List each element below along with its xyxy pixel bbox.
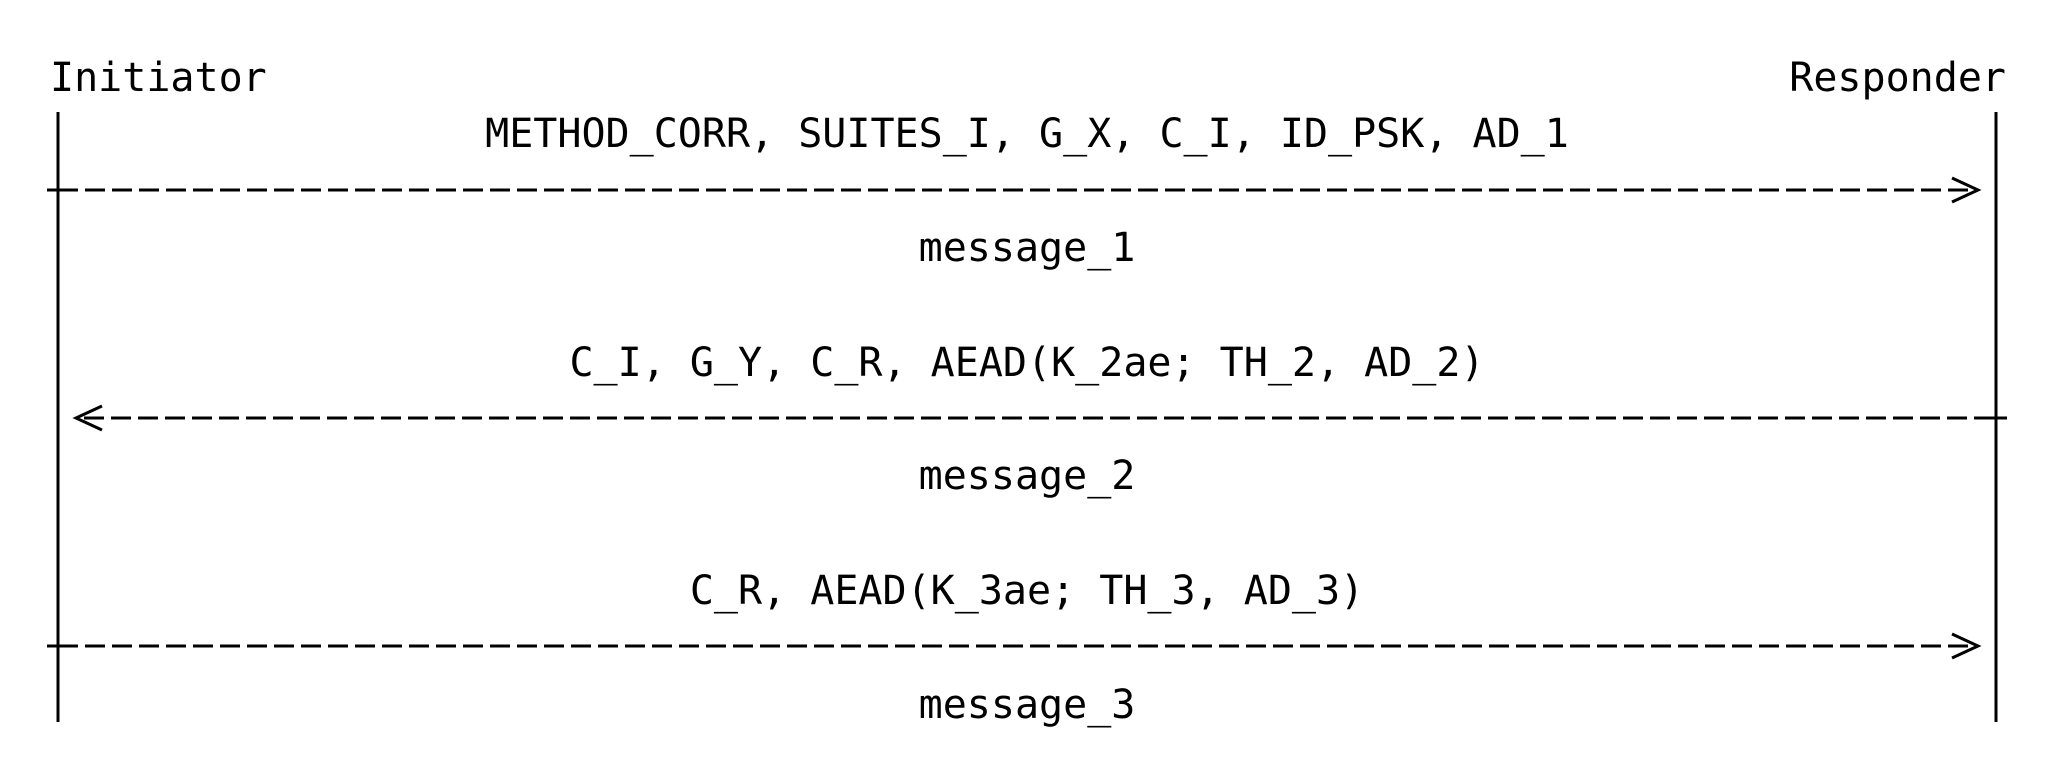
message-3-content: C_R, AEAD(K_3ae; TH_3, AD_3) <box>690 568 1364 614</box>
message-1-content: METHOD_CORR, SUITES_I, G_X, C_I, ID_PSK,… <box>485 111 1569 157</box>
responder-label: Responder <box>1789 55 2006 101</box>
message-3-label: message_3 <box>919 682 1136 728</box>
message-1-arrowhead <box>1951 176 1982 204</box>
message-2-content: C_I, G_Y, C_R, AEAD(K_2ae; TH_2, AD_2) <box>569 340 1484 386</box>
message-3-arrowhead <box>1951 632 1982 660</box>
initiator-label: Initiator <box>50 55 267 101</box>
message-1-label: message_1 <box>919 225 1136 271</box>
message-2-label: message_2 <box>919 453 1136 499</box>
message-2-arrowhead <box>72 404 103 432</box>
